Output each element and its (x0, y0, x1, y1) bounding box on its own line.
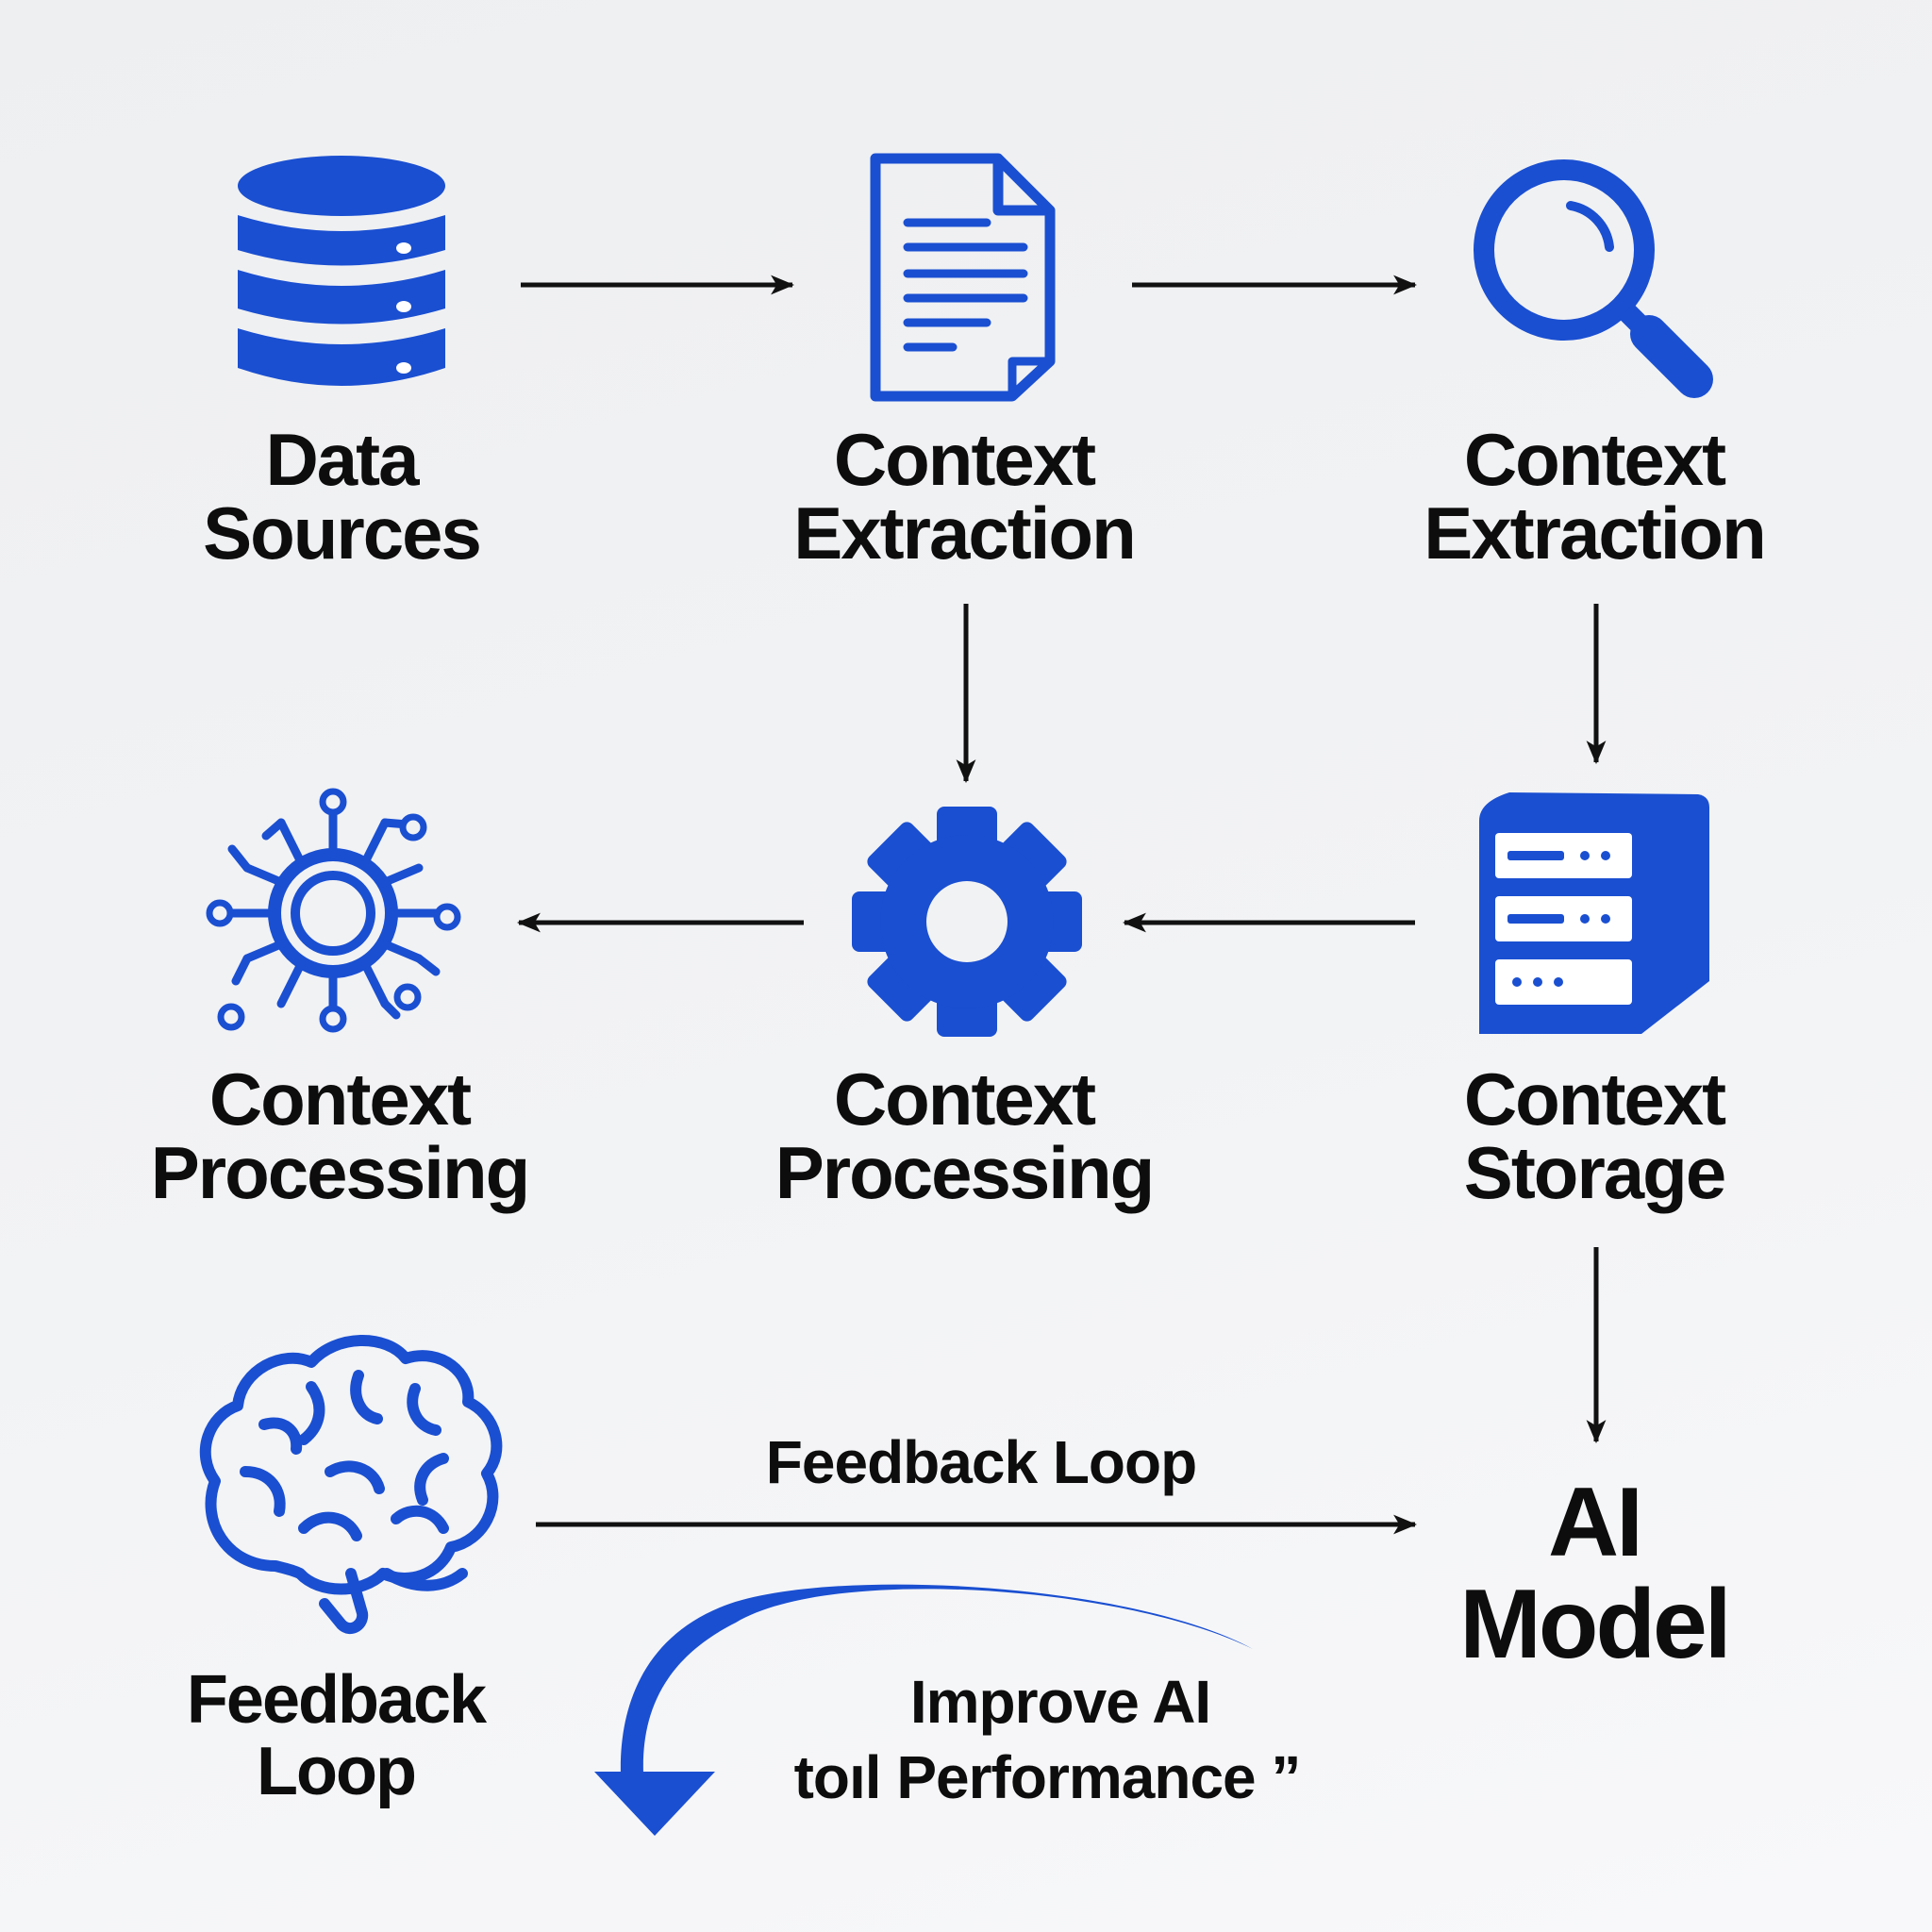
node-feedback-loop-label: Feedback Loop (147, 1664, 525, 1807)
label-line: Loop (257, 1734, 417, 1809)
node-context-processing-2-label: Context Processing (728, 1062, 1200, 1209)
label-line: Context (1463, 1058, 1726, 1141)
gear-icon (852, 807, 1082, 1037)
label-line: Feedback (186, 1662, 487, 1738)
label-line: Data (265, 418, 419, 501)
server-icon (1479, 792, 1709, 1034)
label-line: Model (1459, 1570, 1731, 1679)
edge-improve-line1: Improve AI (909, 1668, 1211, 1736)
node-ai-model-label: AI Model (1358, 1472, 1830, 1675)
label-line: Context (833, 418, 1096, 501)
label-line: Storage (1463, 1131, 1726, 1214)
label-line: AI (1548, 1468, 1643, 1577)
label-line: Processing (774, 1131, 1156, 1214)
edge-feedback-loop-label: Feedback Loop (765, 1428, 1197, 1496)
node-context-extraction-2-label: Context Extraction (1358, 423, 1830, 570)
magnifier-icon (1474, 159, 1713, 398)
edge-improve-line2: toıl Performance ” (793, 1743, 1302, 1811)
brain-icon (199, 1335, 503, 1635)
circuit-chip-icon (206, 788, 461, 1033)
label-line: Context (1463, 418, 1726, 501)
label-line: Context (833, 1058, 1096, 1141)
database-icon (238, 156, 445, 386)
label-line: Context (208, 1058, 472, 1141)
node-context-processing-1-label: Context Processing (104, 1062, 575, 1209)
node-context-storage-label: Context Storage (1358, 1062, 1830, 1209)
feedback-curve-arrow (594, 1584, 1253, 1836)
node-data-sources-label: Data Sources (153, 423, 530, 570)
label-line: Processing (150, 1131, 531, 1214)
label-line: Sources (203, 491, 482, 575)
document-icon (870, 153, 1056, 402)
label-line: Extraction (1424, 491, 1766, 575)
label-line: Extraction (793, 491, 1136, 575)
node-context-extraction-1-label: Context Extraction (728, 423, 1200, 570)
